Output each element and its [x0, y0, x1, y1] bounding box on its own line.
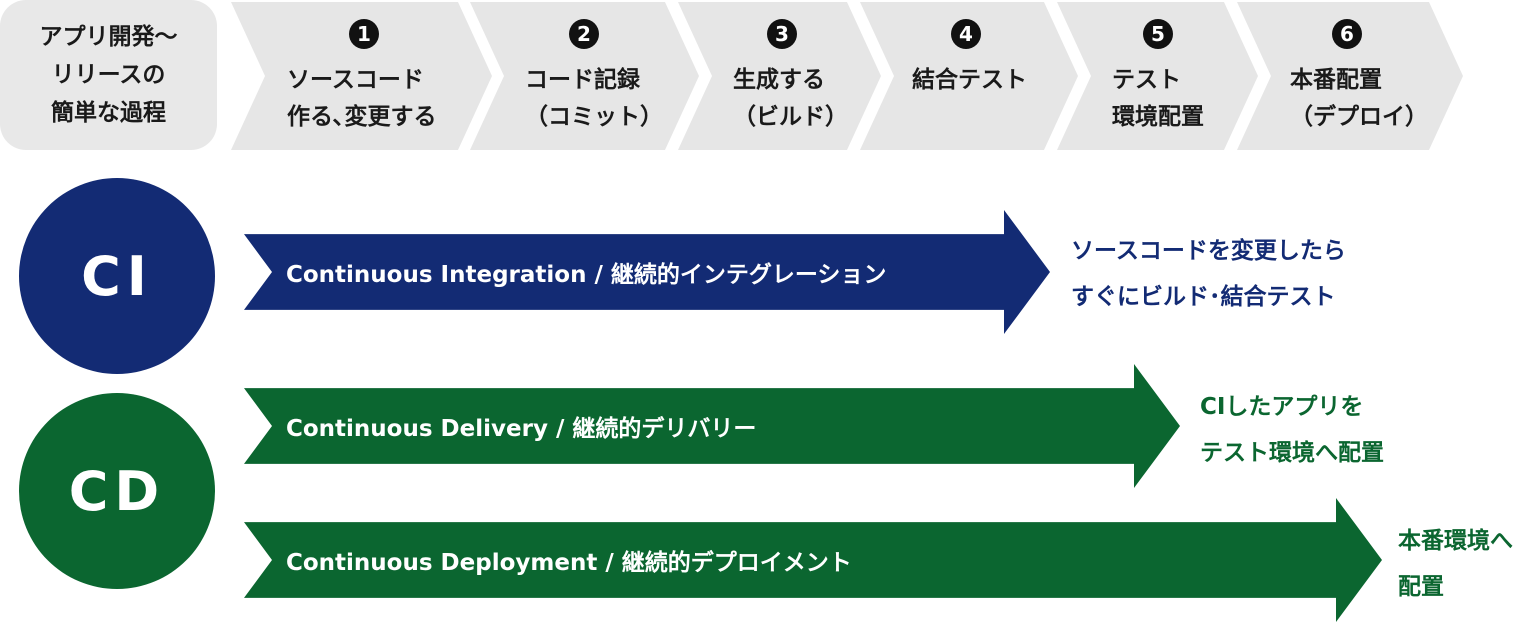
continuous-deployment-description: 本番環境へ 配置: [1398, 518, 1513, 610]
continuous-deployment-arrow: Continuous Deployment / 継続的デプロイメント: [244, 498, 1382, 622]
step-2-label-line-1: コード記録: [525, 67, 640, 93]
continuous-deployment-description-line-1: 本番環境へ: [1398, 528, 1513, 554]
ci-description-line-2: すぐにビルド･結合テスト: [1071, 284, 1336, 310]
step-2-label-line-2: （コミット）: [525, 104, 663, 130]
step-1-label-line-2: 作る､変更する: [287, 104, 437, 130]
intro-line-2: リリースの: [51, 62, 166, 88]
step-5-chevron: 5 テスト 環境配置: [1057, 2, 1258, 150]
step-6-number-badge: 6: [1332, 19, 1362, 49]
step-1-number-badge: 1: [349, 19, 379, 49]
step-3-number-badge: 3: [767, 19, 797, 49]
step-4-chevron: 4 結合テスト: [860, 2, 1078, 150]
step-4-number-badge: 4: [951, 19, 981, 49]
step-3-chevron: 3 生成する （ビルド）: [678, 2, 881, 150]
continuous-deployment-label: Continuous Deployment / 継続的デプロイメント: [286, 550, 852, 576]
step-6-label-line-1: 本番配置: [1290, 67, 1382, 93]
step-2-number-badge: 2: [569, 19, 599, 49]
step-6-chevron: 6 本番配置 （デプロイ）: [1237, 2, 1463, 150]
ci-description-line-1: ソースコードを変更したら: [1071, 238, 1346, 264]
process-intro-box: アプリ開発〜 リリースの 簡単な過程: [0, 0, 217, 150]
step-3-label-line-1: 生成する: [733, 67, 825, 93]
ci-description: ソースコードを変更したら すぐにビルド･結合テスト: [1071, 228, 1346, 320]
continuous-delivery-description-line-1: CIしたアプリを: [1200, 394, 1364, 420]
cd-badge: CD: [19, 393, 215, 589]
continuous-deployment-description-line-2: 配置: [1398, 574, 1444, 600]
continuous-delivery-arrow: Continuous Delivery / 継続的デリバリー: [244, 364, 1180, 488]
step-2-chevron: 2 コード記録 （コミット）: [470, 2, 699, 150]
intro-line-3: 簡単な過程: [51, 100, 166, 126]
step-5-number-badge: 5: [1143, 19, 1173, 49]
ci-arrow-label: Continuous Integration / 継続的インテグレーション: [286, 262, 887, 288]
step-3-label-line-2: （ビルド）: [733, 104, 848, 130]
ci-arrow: Continuous Integration / 継続的インテグレーション: [244, 210, 1050, 334]
step-1-label-line-1: ソースコード: [287, 67, 424, 93]
intro-line-1: アプリ開発〜: [39, 24, 178, 50]
step-6-label-line-2: （デプロイ）: [1290, 104, 1428, 130]
step-5-label-line-2: 環境配置: [1112, 104, 1204, 130]
step-5-label-line-1: テスト: [1112, 67, 1181, 93]
continuous-delivery-label: Continuous Delivery / 継続的デリバリー: [286, 416, 757, 442]
continuous-delivery-description-line-2: テスト環境へ配置: [1200, 440, 1384, 466]
continuous-delivery-description: CIしたアプリを テスト環境へ配置: [1200, 384, 1384, 476]
ci-badge: CI: [19, 178, 215, 374]
step-4-label-line-1: 結合テスト: [912, 67, 1027, 93]
step-1-chevron: 1 ソースコード 作る､変更する: [231, 2, 492, 150]
